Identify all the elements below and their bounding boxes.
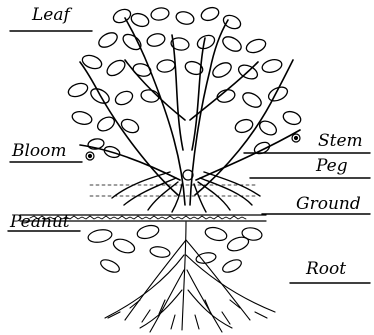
peanut-pods bbox=[87, 223, 263, 274]
stems bbox=[80, 18, 300, 205]
pegs bbox=[112, 172, 260, 212]
label-peg: Peg bbox=[316, 158, 348, 175]
label-stem: Stem bbox=[318, 133, 363, 150]
roots bbox=[105, 222, 275, 332]
label-leaf: Leaf bbox=[32, 7, 70, 24]
label-root: Root bbox=[306, 261, 346, 278]
leaves bbox=[67, 5, 303, 159]
label-peanut: Peanut bbox=[10, 214, 70, 231]
label-bloom: Bloom bbox=[12, 143, 67, 160]
label-ground: Ground bbox=[296, 196, 361, 213]
